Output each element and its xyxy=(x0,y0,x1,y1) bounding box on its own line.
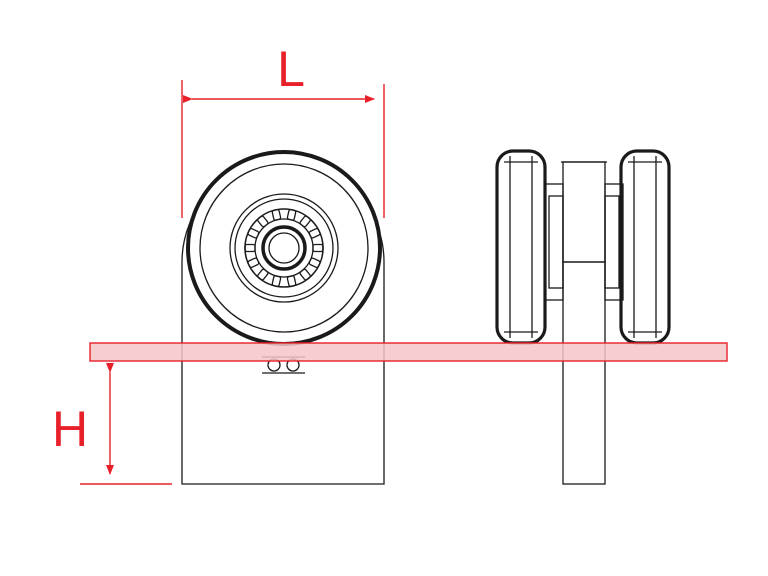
bearing xyxy=(229,193,339,303)
front-wheel-tyre xyxy=(186,150,382,346)
dimension-length: L xyxy=(181,41,385,218)
side-plate-upper xyxy=(562,161,606,263)
length-label: L xyxy=(277,41,305,97)
dimension-height: H xyxy=(52,363,172,485)
front-wheel-rim xyxy=(199,163,369,333)
side-plate-lower xyxy=(562,261,606,485)
height-label: H xyxy=(52,401,88,457)
side-wheel-left xyxy=(495,149,547,345)
rail xyxy=(89,342,728,362)
front-view xyxy=(181,150,385,485)
side-view xyxy=(495,149,671,485)
side-wheel-right xyxy=(619,149,671,345)
